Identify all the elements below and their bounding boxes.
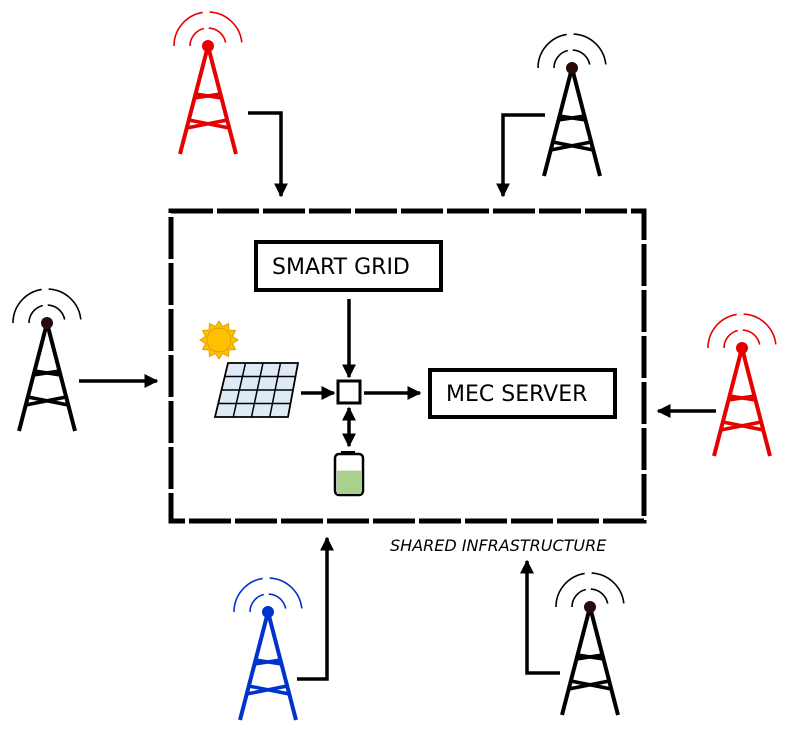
power-hub-node [336,379,362,405]
tower-left [12,288,82,432]
cell-tower-icon [173,11,243,155]
link-tower-bottom-left [297,536,334,681]
solar-panel-icon [213,362,300,418]
link-tower-top-right [496,113,545,198]
link-tower-top-left [248,111,288,198]
battery-icon [333,451,365,497]
battery-charge-level [337,470,361,494]
cell-tower-icon [537,33,607,177]
smart-grid-box: SMART GRID [254,240,443,292]
cell-tower-icon [233,577,303,721]
cell-tower-icon [707,313,777,457]
smart-grid-label: SMART GRID [272,255,410,280]
tower-bottom-right [555,572,625,716]
mec-server-box: MEC SERVER [428,368,617,419]
tower-right [707,313,777,457]
link-tower-bottom-right [520,559,560,675]
sun-icon [199,320,239,360]
cell-tower-icon [12,288,82,432]
tower-top-left [173,11,243,155]
mec-server-label: MEC SERVER [446,382,587,407]
shared-infrastructure-frame [168,208,647,524]
tower-bottom-left [233,577,303,721]
cell-tower-icon [555,572,625,716]
tower-top-right [537,33,607,177]
shared-infrastructure-label: SHARED INFRASTRUCTURE [390,536,607,555]
